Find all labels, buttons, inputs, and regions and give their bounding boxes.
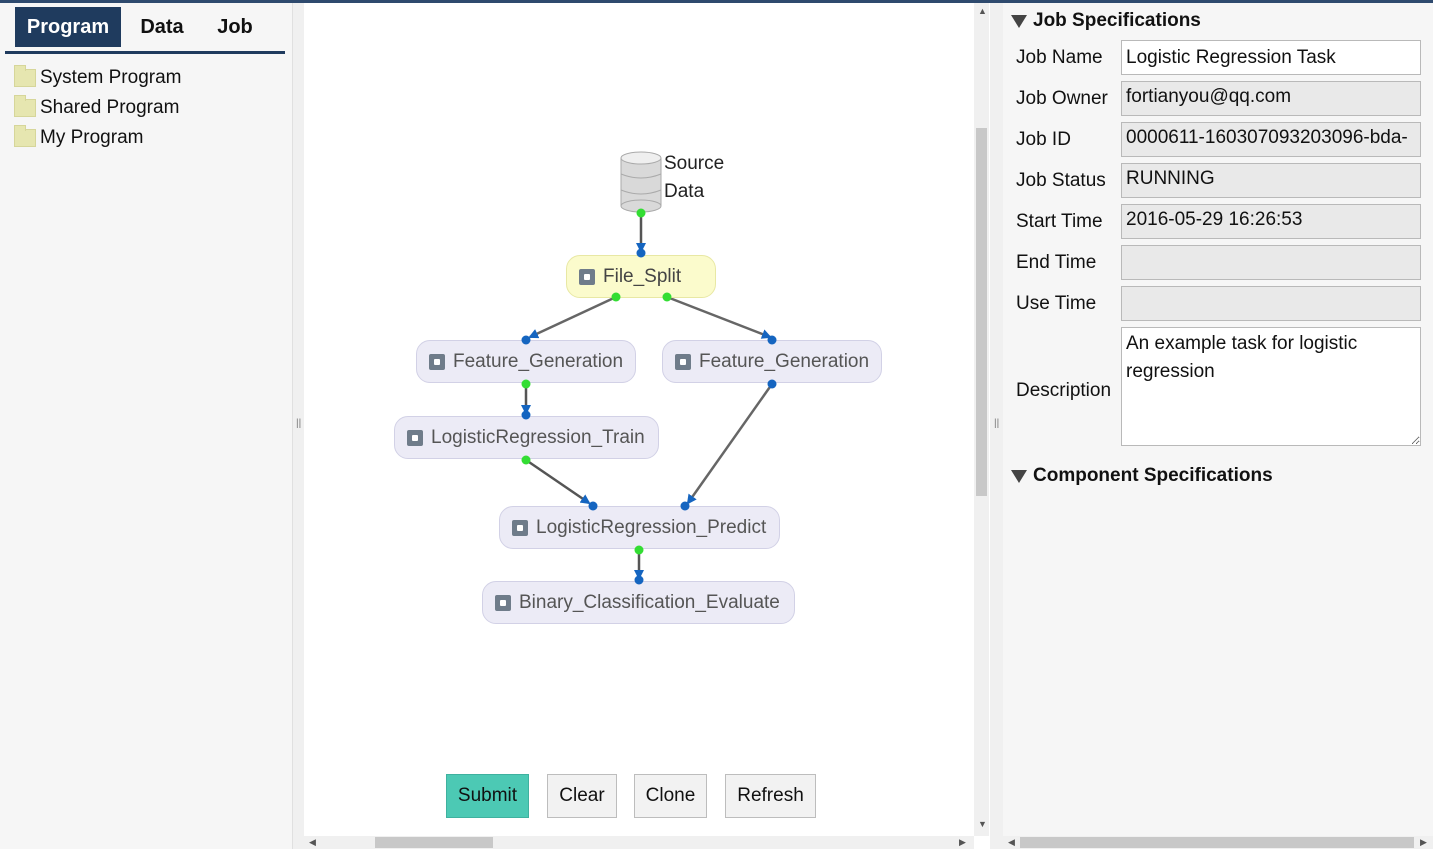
scroll-right-arrow-icon[interactable]: ▶ (1420, 837, 1427, 847)
folder-icon (14, 65, 36, 87)
job-name-label: Job Name (1016, 47, 1103, 68)
job-specifications-header[interactable]: Job Specifications (1011, 10, 1201, 32)
component-icon (675, 353, 691, 370)
properties-panel: Job Specifications Job Name Job Owner fo… (1003, 3, 1433, 836)
tree-item-label: Shared Program (40, 97, 180, 118)
node-label: LogisticRegression_Train (431, 426, 645, 448)
start-time-field: 2016-05-29 16:26:53 (1121, 204, 1421, 239)
tab-job[interactable]: Job (217, 16, 253, 38)
clear-button[interactable]: Clear (547, 774, 617, 818)
clone-button[interactable]: Clone (634, 774, 707, 818)
component-icon (407, 429, 423, 446)
use-time-label: Use Time (1016, 293, 1097, 314)
program-tree: System Program Shared Program My Program (14, 63, 181, 153)
node-label: Binary_Classification_Evaluate (519, 591, 780, 613)
scroll-left-arrow-icon[interactable]: ◀ (309, 837, 316, 847)
end-time-label: End Time (1016, 252, 1097, 273)
tree-item-shared-program[interactable]: Shared Program (14, 93, 181, 123)
component-specifications-header[interactable]: Component Specifications (1011, 465, 1273, 487)
job-id-label: Job ID (1016, 129, 1071, 150)
tree-item-my-program[interactable]: My Program (14, 123, 181, 153)
edge (528, 295, 617, 339)
scroll-thumb[interactable] (375, 837, 493, 848)
node-logistic-regression-predict[interactable]: LogisticRegression_Predict (499, 506, 780, 549)
edge (666, 295, 772, 339)
tab-program[interactable]: Program (15, 7, 121, 47)
use-time-field (1121, 286, 1421, 321)
tree-item-system-program[interactable]: System Program (14, 63, 181, 93)
canvas-vertical-scrollbar[interactable]: ▲ ▼ (974, 3, 989, 836)
database-icon (620, 151, 662, 213)
node-label: File_Split (603, 265, 682, 287)
submit-button[interactable]: Submit (446, 774, 529, 818)
panel-horizontal-scrollbar[interactable]: ◀ ▶ (1003, 836, 1433, 849)
node-feature-generation-1[interactable]: Feature_Generation (416, 340, 636, 383)
splitter-grip-icon: || (994, 418, 1000, 429)
tree-item-label: System Program (40, 67, 182, 88)
node-logistic-regression-train[interactable]: LogisticRegression_Train (394, 416, 659, 459)
refresh-button[interactable]: Refresh (725, 774, 816, 818)
scroll-left-arrow-icon[interactable]: ◀ (1008, 837, 1015, 847)
collapse-triangle-icon (1011, 469, 1027, 483)
job-owner-label: Job Owner (1016, 88, 1108, 109)
node-label: LogisticRegression_Predict (536, 516, 767, 538)
scroll-right-arrow-icon[interactable]: ▶ (959, 837, 966, 847)
folder-icon (14, 95, 36, 117)
canvas-horizontal-scrollbar[interactable]: ◀ ▶ (304, 836, 974, 849)
node-binary-classification-evaluate[interactable]: Binary_Classification_Evaluate (482, 581, 795, 624)
tree-item-label: My Program (40, 127, 144, 148)
component-icon (429, 353, 445, 370)
node-label: Feature_Generation (699, 350, 870, 372)
scroll-down-arrow-icon[interactable]: ▼ (978, 819, 987, 829)
edge (525, 458, 591, 505)
tab-data[interactable]: Data (140, 16, 184, 38)
tab-bar: Program Data Job (5, 7, 285, 54)
workflow-canvas[interactable]: Source Data File_Split Feature_Generatio… (304, 3, 974, 836)
folder-icon (14, 125, 36, 147)
source-data-label: Source Data (664, 153, 725, 202)
start-time-label: Start Time (1016, 211, 1103, 232)
description-label: Description (1016, 380, 1112, 401)
component-icon (495, 594, 511, 611)
splitter-grip-icon: || (296, 418, 302, 429)
node-feature-generation-2[interactable]: Feature_Generation (662, 340, 882, 383)
edge (686, 383, 774, 505)
job-status-label: Job Status (1016, 170, 1106, 191)
collapse-triangle-icon (1011, 14, 1027, 28)
node-label: Feature_Generation (453, 350, 624, 372)
node-file-split[interactable]: File_Split (566, 255, 716, 298)
left-panel: Program Data Job System Program Shared P… (0, 3, 293, 849)
description-textarea[interactable]: An example task for logistic regression (1121, 327, 1421, 446)
right-splitter[interactable]: || (990, 3, 1003, 849)
top-border (0, 0, 1433, 3)
scroll-up-arrow-icon[interactable]: ▲ (978, 6, 987, 16)
left-splitter[interactable]: || (293, 3, 304, 849)
job-status-field: RUNNING (1121, 163, 1421, 198)
component-icon (512, 519, 528, 536)
end-time-field (1121, 245, 1421, 280)
job-name-input[interactable] (1121, 40, 1421, 75)
job-id-field: 0000611-160307093203096-bda- (1121, 122, 1421, 157)
scroll-thumb[interactable] (976, 128, 987, 496)
component-icon (579, 268, 595, 285)
job-owner-field: fortianyou@qq.com (1121, 81, 1421, 116)
scroll-thumb[interactable] (1020, 837, 1414, 848)
